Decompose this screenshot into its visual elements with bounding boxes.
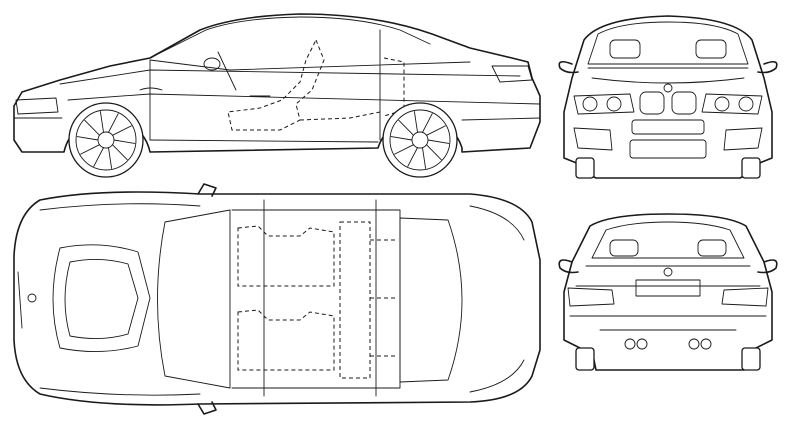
- wheel-spoke: [398, 119, 414, 136]
- wheel-spoke: [422, 113, 433, 133]
- wheel-spoke: [426, 144, 442, 161]
- wheel-spoke: [84, 119, 100, 136]
- wheel-spoke: [427, 139, 450, 144]
- wheel-spoke: [112, 144, 128, 161]
- wheel-spoke: [113, 139, 136, 144]
- wheel-spoke: [407, 147, 418, 167]
- wheel-spoke: [422, 147, 427, 169]
- wheel-spoke: [80, 144, 100, 155]
- wheel-spoke: [99, 111, 104, 133]
- rear-view: [558, 213, 778, 371]
- top-view: [13, 183, 541, 415]
- wheel-spoke: [426, 125, 446, 136]
- wheel-spoke: [93, 147, 104, 167]
- side-view: [13, 13, 541, 178]
- front-view: [558, 15, 778, 179]
- wheel-spoke: [394, 144, 414, 155]
- wheel-spoke: [413, 111, 418, 133]
- wheel-spoke: [108, 147, 113, 169]
- wheel-spoke: [76, 136, 99, 141]
- wheel-spoke: [108, 113, 119, 133]
- wheel-spoke: [390, 136, 413, 141]
- wheel-spoke: [112, 125, 132, 136]
